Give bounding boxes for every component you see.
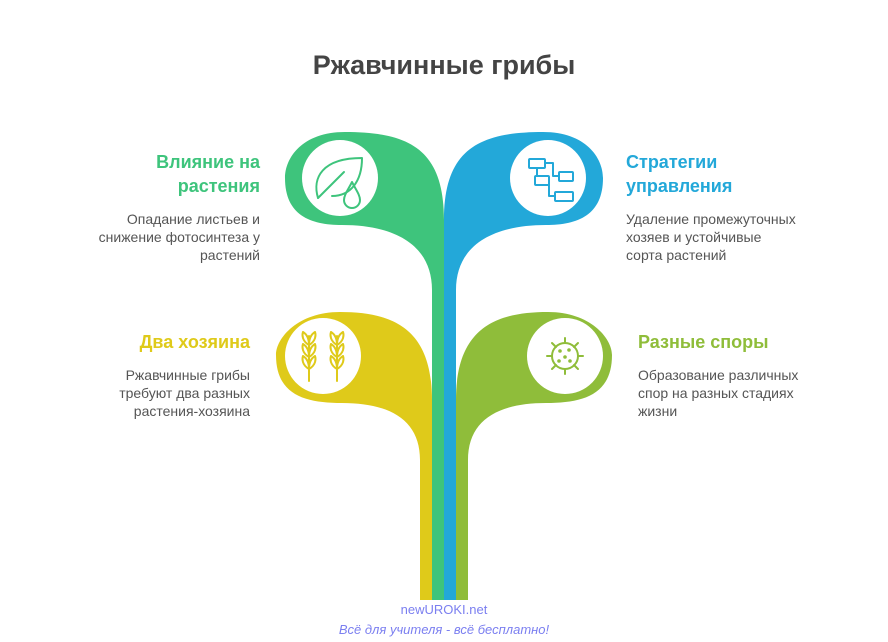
item-two-hosts: Два хозяина Ржавчинные грибы требуют два… — [50, 330, 250, 420]
page-title: Ржавчинные грибы — [312, 50, 576, 80]
yellow-icon-circle — [285, 318, 361, 394]
watermark-site[interactable]: newUROKI.net — [400, 602, 488, 617]
item-description: Удаление промежуточных хозяев и устойчив… — [626, 211, 796, 263]
item-description: Опадание листьев и снижение фотосинтеза … — [98, 211, 260, 263]
item-description: Ржавчинные грибы требуют два разных раст… — [119, 367, 250, 419]
wheat-icon — [301, 331, 345, 382]
leaf-drop-icon — [315, 157, 363, 209]
green-stem — [285, 132, 444, 600]
item-heading: Два хозяина — [139, 332, 250, 352]
item-description: Образование различных спор на разных ста… — [638, 367, 799, 419]
item-effect-on-plants: Влияние на растения Опадание листьев и с… — [60, 150, 260, 264]
item-heading: Влияние на растения — [156, 152, 260, 196]
green-icon-circle — [302, 140, 378, 216]
watermark-tagline: Всё для учителя - всё бесплатно! — [338, 622, 550, 637]
spore-icon — [546, 337, 584, 375]
blue-stem — [444, 132, 603, 600]
item-different-spores: Разные споры Образование различных спор … — [638, 330, 858, 420]
item-heading: Стратегии управления — [626, 152, 733, 196]
item-management-strategies: Стратегии управления Удаление промежуточ… — [626, 150, 846, 264]
flowchart-icon — [528, 158, 574, 202]
item-heading: Разные споры — [638, 332, 769, 352]
